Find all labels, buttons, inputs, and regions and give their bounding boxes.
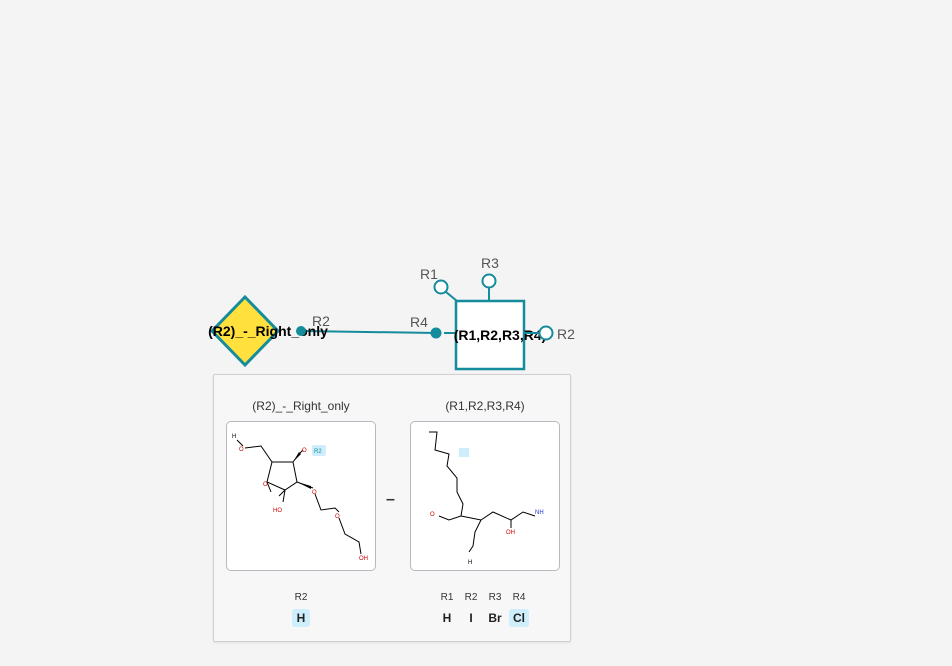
rgroup-value: Br [488, 611, 502, 625]
atom-h: H [468, 560, 472, 566]
atom-nh: NH [535, 510, 544, 516]
attachment-point-r2-right[interactable] [538, 325, 554, 341]
right-rgroup-table: R1 H R2 I R3 Br R4 Cl [438, 591, 529, 627]
left-rgroup-table: R2 H [292, 591, 310, 627]
port-label-r2-right: R2 [557, 326, 575, 342]
attachment-point-r2-left[interactable] [296, 326, 306, 336]
atom-h: H [232, 434, 236, 440]
port-label-r3: R3 [481, 255, 499, 271]
monomer-right-label: (R1,R2,R3,R4) [454, 327, 547, 343]
atom-ho: HO [273, 508, 282, 514]
atom-o: O [430, 512, 435, 518]
operator-minus: – [386, 491, 395, 508]
rgroup-value: Cl [509, 609, 529, 627]
rgroup-name: R4 [512, 592, 526, 603]
preview-left-title: (R2)_-_Right_only [252, 399, 350, 413]
preview-right-title: (R1,R2,R3,R4) [445, 399, 525, 413]
atom-oh: OH [359, 556, 368, 562]
bond-line[interactable] [301, 330, 437, 334]
atom-o: O [302, 448, 307, 454]
preview-left-structure: H O O R2 O O HO O OH [226, 421, 376, 571]
atom-r2: R2 [314, 449, 322, 455]
left-molecule-drawing: H O O R2 O O HO O OH [232, 434, 368, 562]
monomer-right[interactable]: (R1,R2,R3,R4) R1 R3 R2 R4 [410, 255, 575, 371]
rgroup-r2-left: R2 H [292, 591, 310, 627]
rgroup-name: R3 [488, 592, 502, 603]
rgroup-r1: R1 H [438, 591, 456, 627]
rgroup-r4: R4 Cl [509, 591, 529, 627]
port-label-r1: R1 [420, 266, 438, 282]
monomer-left[interactable]: (R2)_-_Right_only R2 [208, 294, 330, 368]
rgroup-value: I [469, 611, 473, 625]
right-molecule-drawing: O OH NH H [429, 431, 544, 566]
monomer-diamond-shape [209, 294, 281, 368]
rgroup-value: H [442, 611, 452, 625]
atom-oh: OH [506, 530, 515, 536]
atom-o: O [239, 447, 244, 453]
attachment-point-r3[interactable] [481, 273, 497, 289]
attachment-point-r4[interactable] [430, 327, 442, 339]
rgroup-r2: R2 I [462, 591, 480, 627]
monomer-left-label: (R2)_-_Right_only [208, 323, 328, 339]
atom-o: O [312, 490, 317, 496]
preview-right-structure: O OH NH H [410, 421, 560, 571]
port-label-r2-left: R2 [312, 313, 330, 329]
attachment-point-r1[interactable] [433, 279, 449, 295]
rgroup-r3: R3 Br [486, 591, 504, 627]
atom-o: O [335, 514, 340, 520]
port-label-r4: R4 [410, 314, 428, 330]
rgroup-name: R2 [294, 592, 308, 603]
rgroup-name: R2 [464, 592, 478, 603]
atom-o: O [263, 482, 268, 488]
rgroup-name: R1 [440, 592, 454, 603]
rgroup-value: H [292, 609, 310, 627]
preview-panel: (R2)_-_Right_only H O O R2 O O HO O OH – [213, 374, 571, 642]
